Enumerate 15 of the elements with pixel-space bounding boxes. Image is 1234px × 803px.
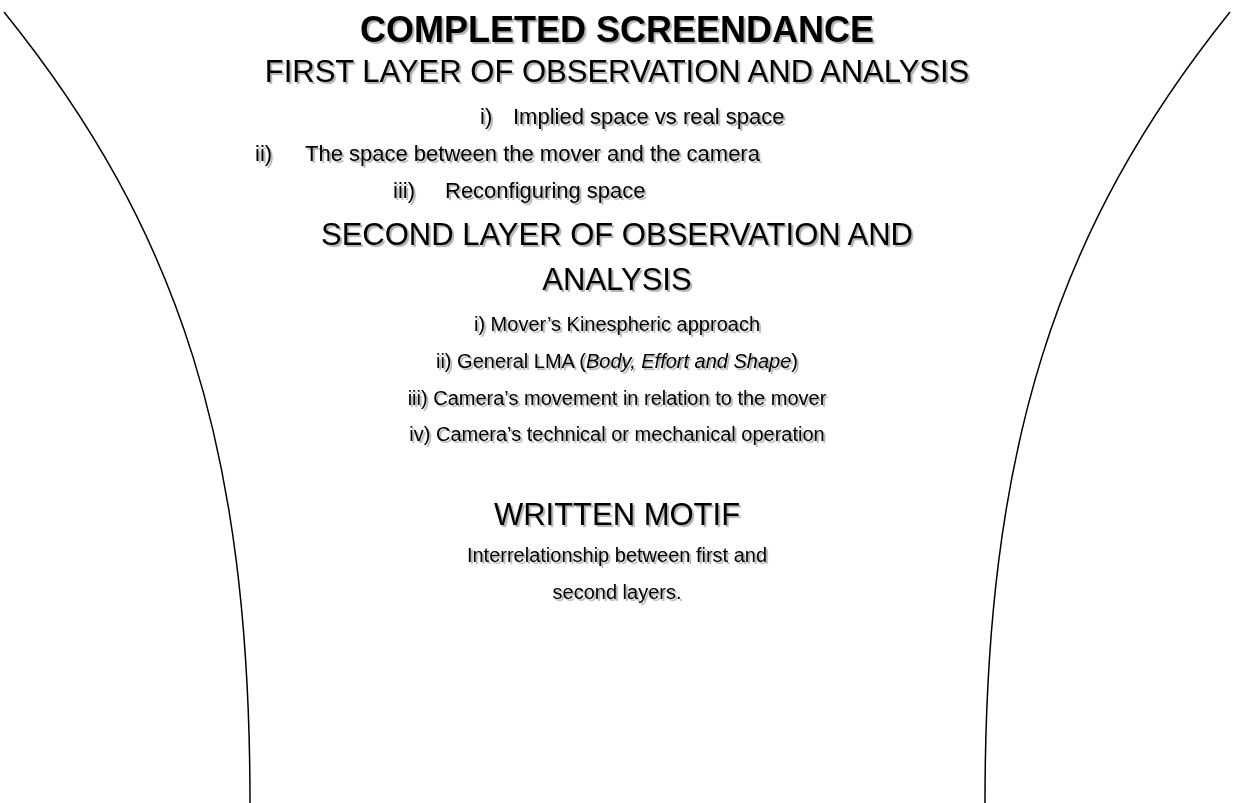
- list-item: ii) General LMA (Body, Effort and Shape): [434, 349, 800, 374]
- list-item: iii) Camera’s movement in relation to the mover: [406, 386, 828, 411]
- list-item: Implied space vs real space: [513, 103, 785, 131]
- list-numeral: i): [480, 103, 493, 131]
- section-heading: SECOND LAYER OF OBSERVATION AND ANALYSIS: [320, 216, 914, 299]
- body-text: Interrelationship between first and second layers.: [465, 543, 769, 605]
- list-item: Reconfiguring space: [445, 177, 646, 205]
- section-heading: WRITTEN MOTIF: [492, 496, 742, 534]
- list-numeral: iii): [393, 177, 415, 205]
- list-item: iv) Camera’s technical or mechanical operation: [408, 422, 826, 447]
- section-heading: FIRST LAYER OF OBSERVATION AND ANALYSIS: [263, 53, 971, 91]
- list-numeral: ii): [255, 140, 273, 168]
- diagram-title: COMPLETED SCREENDANCE: [358, 8, 875, 52]
- list-item: The space between the mover and the camera: [305, 140, 760, 168]
- list-item: i) Mover’s Kinespheric approach: [472, 312, 762, 337]
